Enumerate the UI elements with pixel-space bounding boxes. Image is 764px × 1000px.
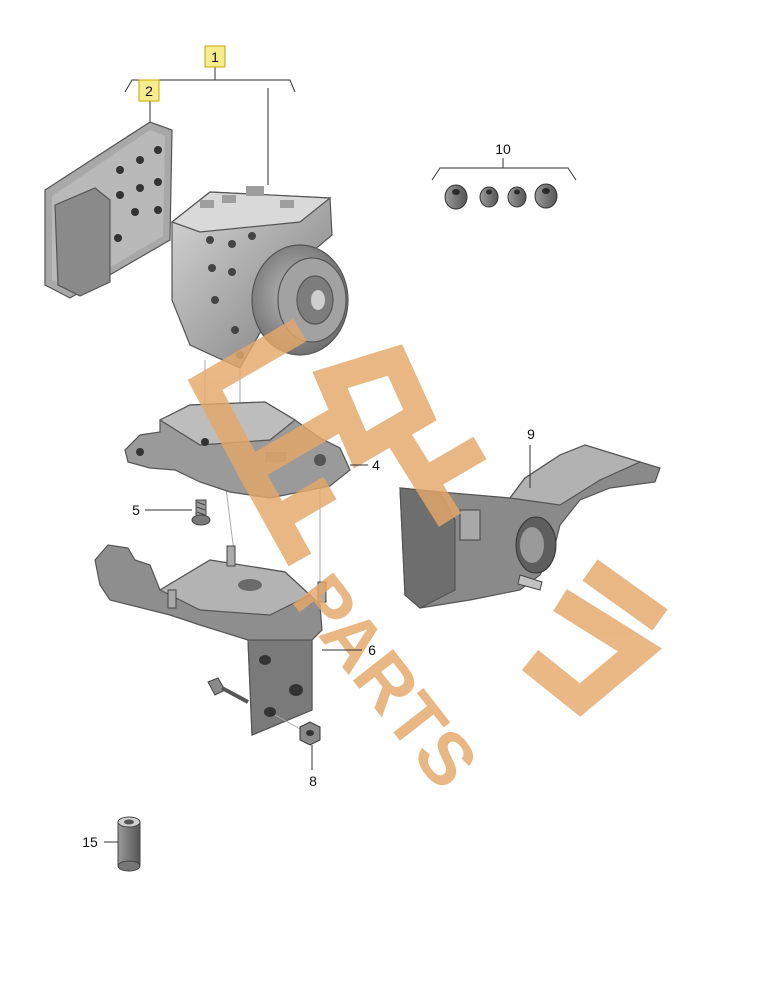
lower-bracket-part[interactable] xyxy=(94,544,327,736)
label-leaders xyxy=(104,445,531,843)
watermark-logo xyxy=(187,318,668,717)
group-bracket-1 xyxy=(124,67,296,185)
label-1: 1 xyxy=(204,45,226,68)
nut-part[interactable] xyxy=(274,714,321,746)
bolt-part[interactable] xyxy=(191,499,211,526)
label-2: 2 xyxy=(138,79,160,102)
control-module-part[interactable] xyxy=(44,121,173,299)
svg-text:2: 2 xyxy=(145,83,153,99)
support-bracket-part[interactable] xyxy=(399,444,661,609)
label-15: 15 xyxy=(82,834,98,850)
label-4: 4 xyxy=(372,457,380,473)
sleeve-part[interactable] xyxy=(117,816,141,872)
label-8: 8 xyxy=(309,773,317,789)
label-5: 5 xyxy=(132,502,140,518)
screw-part[interactable] xyxy=(207,677,249,704)
label-6: 6 xyxy=(368,642,376,658)
label-9: 9 xyxy=(527,426,535,442)
svg-text:1: 1 xyxy=(211,49,219,65)
grommet-set-part[interactable] xyxy=(431,158,577,210)
label-10: 10 xyxy=(495,141,511,157)
